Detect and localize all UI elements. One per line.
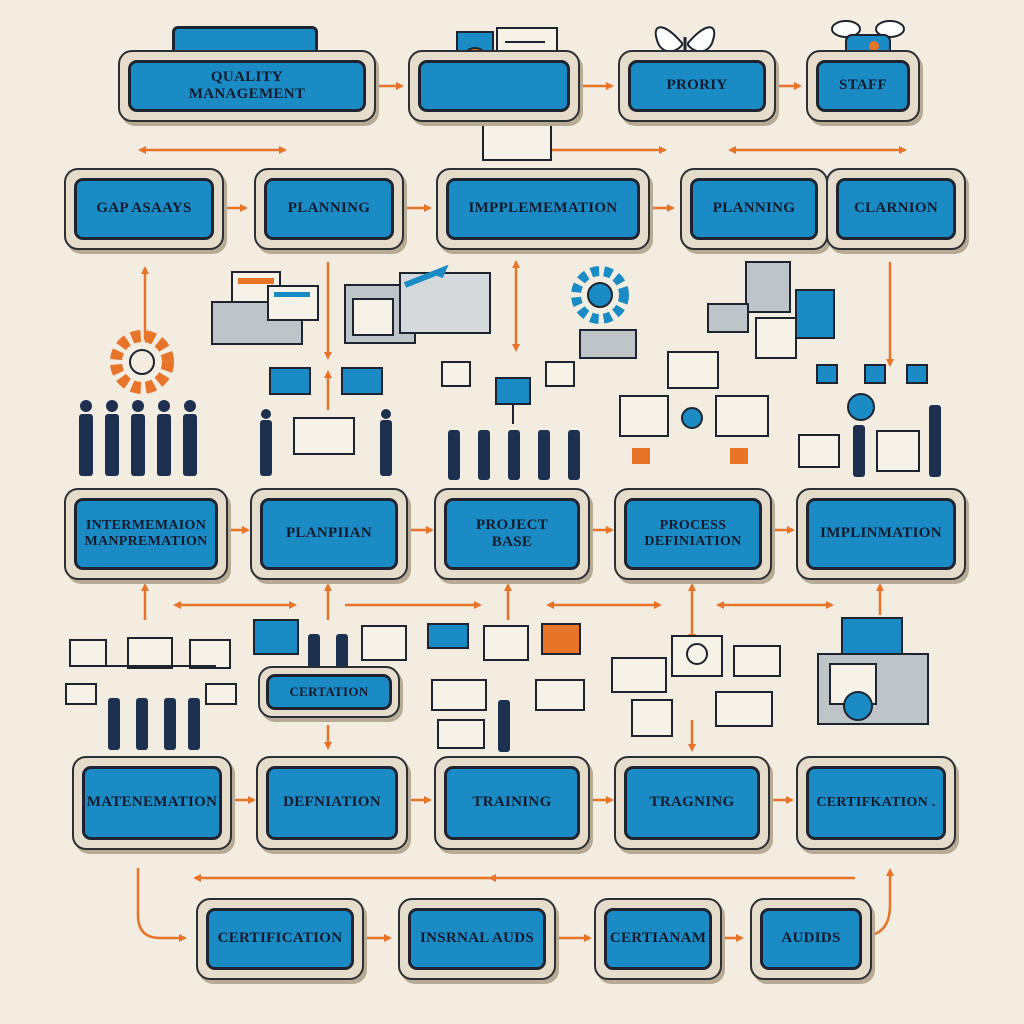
box-internal-audits[interactable]: INSRNAL AUDS	[398, 898, 556, 980]
box-label: PRORIY	[666, 77, 728, 94]
box-planning-3[interactable]: PLANPIIAN	[250, 488, 408, 580]
box-label: CERTIFICATION	[217, 930, 343, 947]
org-chart-icon	[441, 361, 580, 480]
box-process-definition[interactable]: PROCESS DEFINIATION	[614, 488, 772, 580]
gear-icon	[571, 266, 637, 359]
people-icon	[79, 400, 197, 476]
box-certification-2[interactable]: CERTIFKATION .	[796, 756, 956, 850]
box-label: GAP ASAAYS	[96, 200, 192, 217]
box-label: PLANNING	[712, 200, 796, 217]
box-certainam[interactable]: CERTIANAM	[594, 898, 722, 980]
box-label: AUDIDS	[781, 930, 841, 947]
gear-icon	[110, 330, 174, 394]
box-label: DEFNIATION	[283, 794, 381, 811]
box-label: CLARNION	[853, 200, 939, 217]
box-certification-1[interactable]: CERTATION	[258, 666, 400, 718]
box-label: QUALITY MANAGEMENT	[188, 68, 306, 102]
box-label: STAFF	[839, 77, 887, 94]
box-label: PROCESS DEFINIATION	[644, 517, 742, 549]
box-training-1[interactable]: TRAINING	[434, 756, 590, 850]
box-quality-management[interactable]: QUALITY MANAGEMENT	[118, 50, 376, 122]
box-project-base[interactable]: PROJECT BASE	[434, 488, 590, 580]
box-documents[interactable]	[408, 50, 580, 122]
computer-icon	[211, 271, 319, 345]
box-information-management[interactable]: INTERMEMAION MANPREMATION	[64, 488, 228, 580]
box-label: MATENEMATION	[86, 794, 218, 811]
box-staff[interactable]: STAFF	[806, 50, 920, 122]
box-label: INTERMEMAION MANPREMATION	[84, 517, 208, 549]
box-label: IMPPLEMEMATION	[468, 200, 618, 217]
box-label: INSRNAL AUDS	[419, 930, 535, 947]
box-implementation-1[interactable]: IMPPLEMEMATION	[436, 168, 650, 250]
box-gap-analysis[interactable]: GAP ASAAYS	[64, 168, 224, 250]
arrows	[136, 82, 907, 942]
box-label: CERTIANAM	[609, 930, 707, 947]
box-audits[interactable]: AUDIDS	[750, 898, 872, 980]
org-chart-icon	[260, 367, 392, 476]
org-chart-icon	[798, 364, 941, 477]
book-icon	[707, 261, 835, 359]
org-chart-icon	[619, 351, 769, 464]
box-label: CERTIFKATION .	[816, 794, 936, 810]
box-implementation-2[interactable]: IMPLINMATION	[796, 488, 966, 580]
box-label: PLANPIIAN	[285, 525, 373, 542]
archive-box-icon	[817, 617, 929, 725]
box-maintenance[interactable]: MATENEMATION	[72, 756, 232, 850]
box-proriy[interactable]: PRORIY	[618, 50, 776, 122]
box-label: IMPLINMATION	[820, 525, 942, 542]
box-label: PLANNING	[287, 200, 371, 217]
org-chart-icon	[611, 635, 781, 737]
butterfly-icon	[654, 26, 716, 65]
box-label: PROJECT BASE	[475, 516, 549, 550]
box-label: TRAINING	[472, 794, 552, 811]
box-clarification[interactable]: CLARNION	[826, 168, 966, 250]
box-label: TRAGNING	[649, 794, 735, 811]
box-planning-1[interactable]: PLANNING	[254, 168, 404, 250]
box-planning-2[interactable]: PLANNING	[680, 168, 828, 250]
org-chart-icon	[65, 637, 237, 750]
box-label: CERTATION	[289, 683, 369, 699]
box-training-2[interactable]: TRAGNING	[614, 756, 770, 850]
box-definition[interactable]: DEFNIATION	[256, 756, 408, 850]
shredder-icon	[344, 264, 491, 344]
org-chart-icon	[427, 623, 585, 752]
box-certification-3[interactable]: CERTIFICATION	[196, 898, 364, 980]
